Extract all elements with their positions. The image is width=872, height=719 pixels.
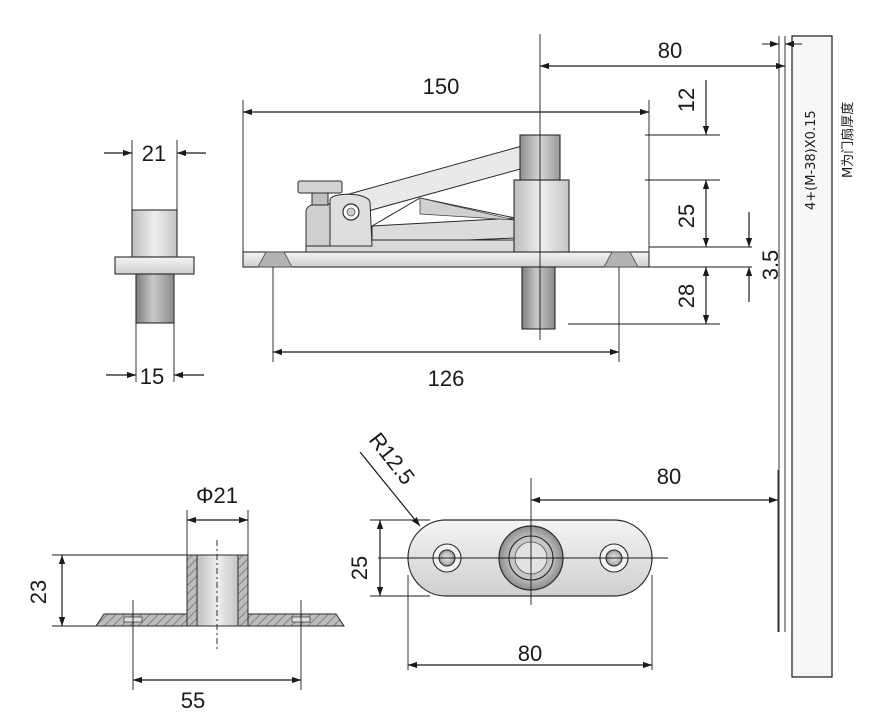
dim-body-25: 25 — [674, 204, 699, 228]
side-pin — [135, 273, 175, 324]
dim-mount-holes: 126 — [428, 366, 465, 391]
dim-side-pin-width: 15 — [140, 364, 164, 389]
dim-pin-28: 28 — [674, 284, 699, 308]
door-formula-text: 4+(M-38)X0.15 — [804, 110, 819, 210]
dim-plan-width: 25 — [347, 556, 372, 580]
section-view: Φ21 23 55 — [26, 483, 345, 713]
dim-door-offset-top: 80 — [658, 38, 682, 63]
dim-plan-door-offset: 80 — [657, 464, 681, 489]
dim-overall-length: 150 — [423, 74, 460, 99]
countersink-left — [257, 251, 293, 268]
spindle-block — [513, 179, 570, 253]
section-wall-left — [186, 554, 198, 627]
side-plate — [114, 256, 195, 275]
dim-top-12: 12 — [674, 88, 699, 112]
section-bore — [196, 554, 239, 627]
dim-section-height: 23 — [26, 580, 51, 604]
door-thickness-note: M为门扇厚度 — [840, 102, 856, 178]
side-top-block — [131, 209, 178, 258]
dim-plan-radius: R12.5 — [364, 428, 420, 490]
dim-section-holes: 55 — [181, 688, 205, 713]
section-wall-right — [237, 554, 249, 627]
door-panel-body — [791, 35, 833, 678]
countersink-right — [603, 251, 639, 268]
dim-plate-3-5: 3.5 — [758, 250, 783, 281]
base-plate — [242, 251, 650, 268]
adjust-knob — [297, 180, 343, 194]
dim-side-top-width: 21 — [142, 141, 166, 166]
dim-section-bore: Φ21 — [196, 483, 238, 508]
radius-leader — [359, 451, 421, 527]
side-view: 21 15 — [104, 140, 206, 389]
bottom-pin — [521, 266, 556, 330]
plan-view: R12.5 25 80 80 — [347, 428, 779, 670]
door-panel: 4+(M-38)X0.15 M为门扇厚度 — [762, 35, 856, 678]
front-view: 150 126 80 12 25 3.5 28 — [242, 34, 785, 391]
dim-plan-length: 80 — [518, 641, 542, 666]
